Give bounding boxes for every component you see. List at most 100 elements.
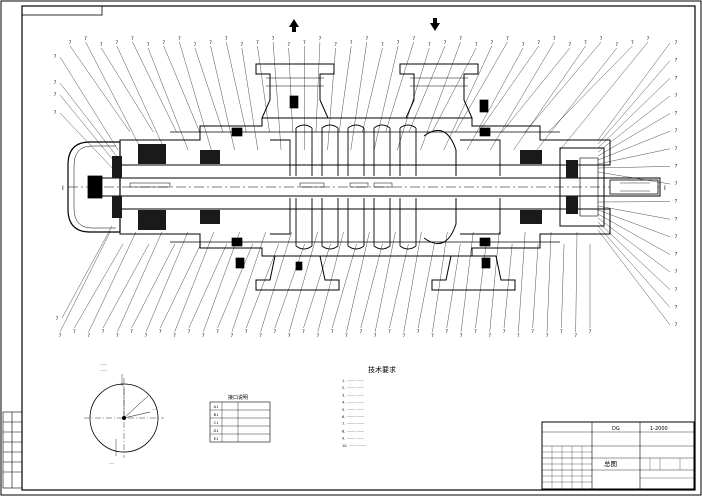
- callout-right-6: 7: [675, 146, 678, 151]
- leader-bottom-31: [503, 243, 513, 329]
- callout-top-33: 7: [584, 40, 587, 45]
- leader-right-16: [597, 229, 671, 326]
- title-block-name: DG: [612, 426, 620, 432]
- callout-right-9: 7: [675, 199, 678, 204]
- leader-bottom-6: [145, 231, 188, 333]
- leader-bottom-36: [575, 231, 578, 333]
- port-code-1: B1: [214, 413, 219, 417]
- callout-left-1: 7: [54, 80, 57, 85]
- callout-top-20: 7: [381, 42, 384, 47]
- callout-bottom-5: 7: [130, 329, 133, 334]
- leader-bottom-30: [489, 231, 500, 333]
- callout-top-16: 7: [319, 36, 322, 41]
- callout-top-8: 7: [194, 42, 197, 47]
- fan-hub: [87, 175, 103, 199]
- leader-bottom-35: [561, 243, 565, 329]
- fan-cover: [67, 141, 121, 233]
- leaders-side: [59, 42, 671, 326]
- leader-top-28: [455, 41, 508, 133]
- callout-bottom-12: 7: [231, 333, 234, 338]
- callout-bottom-17: 7: [302, 329, 305, 334]
- callout-right-12: 7: [675, 252, 678, 257]
- callout-bottom-15: 7: [274, 329, 277, 334]
- callout-bottom-34: 7: [546, 333, 549, 338]
- flow-arrow-down-icon: [430, 23, 440, 31]
- callout-bottom-1: 7: [73, 329, 76, 334]
- callout-bottom-29: 7: [474, 329, 477, 334]
- callout-bottom-32: 7: [517, 333, 520, 338]
- callout-left-0: 7: [54, 54, 57, 59]
- leader-top-31: [490, 41, 555, 151]
- callout-top-6: 7: [162, 40, 165, 45]
- note-7: 8. ················: [342, 429, 364, 433]
- leader-right-1: [597, 60, 671, 145]
- note-5: 6. ················: [342, 415, 364, 419]
- leader-top-4: [132, 41, 177, 133]
- leader-right-5: [597, 130, 671, 161]
- leader-top-23: [397, 47, 430, 151]
- leader-bottom-34: [546, 231, 552, 333]
- flange-dim-top: ·····: [119, 383, 124, 387]
- leader-left-lower: [61, 225, 113, 319]
- flange-note-1: ·······: [100, 363, 107, 367]
- leader-top-22: [385, 41, 414, 133]
- leader-right-3: [597, 95, 671, 153]
- leader-bottom-22: [374, 231, 396, 333]
- notes-title: 技术要求: [368, 365, 396, 374]
- leader-right-4: [597, 113, 671, 157]
- callout-bottom-0: 7: [59, 333, 62, 338]
- leader-right-10: [597, 205, 671, 220]
- leader-bottom-10: [203, 231, 240, 333]
- port-code-3: D1: [213, 429, 218, 433]
- callout-left-3: 7: [54, 110, 57, 115]
- leader-bottom-14: [260, 231, 292, 333]
- leader-bottom-26: [432, 231, 448, 333]
- casing-lower: [119, 208, 611, 257]
- leader-bottom-24: [403, 231, 422, 333]
- leader-top-35: [536, 47, 617, 151]
- leader-bottom-2: [88, 231, 137, 333]
- callout-top-35: 7: [615, 42, 618, 47]
- leader-top-20: [362, 47, 383, 133]
- callout-bottom-35: 7: [560, 329, 563, 334]
- shaft-coupling-end: [609, 179, 659, 195]
- callout-bottom-30: 7: [488, 333, 491, 338]
- note-1: 2. ················: [342, 386, 364, 390]
- port-table-title: 接口说明: [228, 394, 248, 401]
- leader-bottom-18: [317, 231, 344, 333]
- callout-top-19: 7: [365, 36, 368, 41]
- leader-top-10: [226, 41, 247, 133]
- callout-top-2: 7: [100, 42, 103, 47]
- callout-bottom-31: 7: [503, 329, 506, 334]
- suction-nozzle: [255, 63, 335, 119]
- callout-bottom-23: 7: [388, 329, 391, 334]
- hatched-sections: [112, 144, 578, 230]
- leader-bottom-8: [174, 231, 214, 333]
- callout-bottom-33: 7: [531, 329, 534, 334]
- callout-right-10: 7: [675, 216, 678, 221]
- callout-right-3: 7: [675, 93, 678, 98]
- leader-top-19: [350, 41, 367, 151]
- note-0: 1. ················: [342, 379, 364, 383]
- callout-bottom-22: 7: [374, 333, 377, 338]
- callout-right-4: 7: [675, 111, 678, 116]
- leader-right-13: [597, 217, 671, 273]
- callout-top-10: 7: [225, 36, 228, 41]
- callout-top-9: 7: [209, 40, 212, 45]
- callout-bottom-9: 7: [188, 329, 191, 334]
- leader-top-30: [478, 45, 539, 133]
- leader-bottom-28: [460, 231, 474, 333]
- callout-top-7: 7: [178, 36, 181, 41]
- callout-bottom-13: 7: [245, 329, 248, 334]
- leader-bottom-1: [74, 243, 124, 329]
- leader-top-8: [194, 47, 224, 133]
- leaders-top: [69, 41, 649, 151]
- callout-bottom-8: 7: [173, 333, 176, 338]
- leader-top-11: [241, 47, 259, 151]
- leader-bottom-16: [289, 231, 318, 333]
- callout-bottom-14: 7: [259, 333, 262, 338]
- callout-bottom-2: 7: [87, 333, 90, 338]
- leader-left-2: [59, 94, 119, 167]
- support-foot-left: [255, 255, 340, 291]
